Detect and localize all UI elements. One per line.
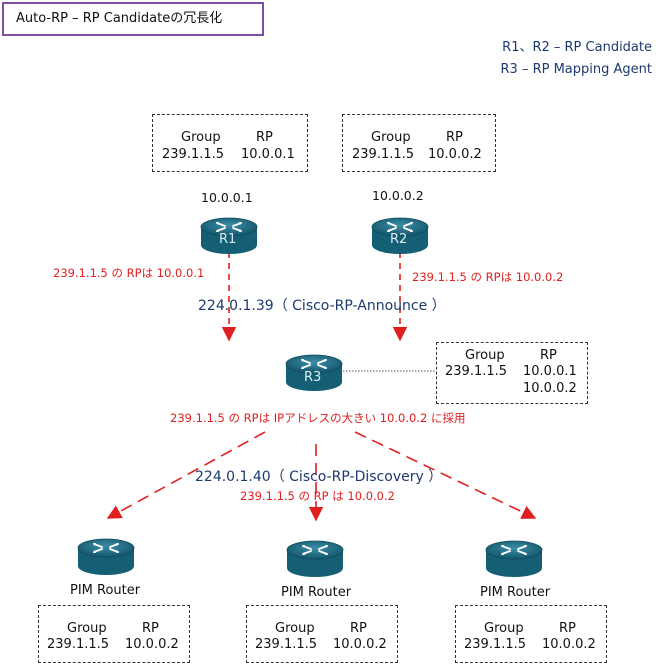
- router-r1-ip: 10.0.0.1: [201, 190, 253, 205]
- legend-candidate: R1、R2 – RP Candidate: [502, 40, 652, 55]
- router-pim2-icon: [286, 540, 344, 578]
- table-cell-group: 239.1.1.5: [464, 637, 527, 652]
- router-pim1-icon: [77, 538, 135, 576]
- diagram-title: Auto-RP – RP Candidateの冗長化: [2, 2, 264, 36]
- table-cell-group: 239.1.1.5: [445, 364, 508, 379]
- message-r1-rp: 239.1.1.5 の RPは 10.0.0.1: [53, 266, 205, 280]
- router-r2-ip: 10.0.0.2: [372, 188, 424, 203]
- table-cell-group: 239.1.1.5: [47, 637, 110, 652]
- table-header-rp: RP: [446, 130, 463, 145]
- pim-router-2-label: PIM Router: [281, 585, 352, 600]
- message-rp-result: 239.1.1.5 の RP は 10.0.0.2: [240, 489, 395, 503]
- rp-table-pim1: Group RP 239.1.1.5 10.0.0.2: [38, 605, 190, 663]
- table-cell-group: 239.1.1.5: [352, 147, 415, 162]
- router-r2-name: R2: [390, 232, 408, 247]
- arrow-discovery-right: [354, 431, 537, 519]
- table-cell-rp: 10.0.0.2: [125, 637, 179, 652]
- table-header-group: Group: [67, 621, 107, 636]
- table-header-group: Group: [275, 621, 315, 636]
- message-r2-rp: 239.1.1.5 の RPは 10.0.0.2: [412, 270, 564, 284]
- table-cell-group: 239.1.1.5: [162, 147, 225, 162]
- pim-router-3-label: PIM Router: [480, 585, 551, 600]
- table-cell-rp: 10.0.0.1: [241, 147, 295, 162]
- pim-router-1-label: PIM Router: [70, 583, 141, 598]
- rp-table-pim3: Group RP 239.1.1.5 10.0.0.2: [455, 605, 607, 663]
- table-header-rp: RP: [540, 348, 557, 363]
- arrow-discovery-left: [106, 431, 266, 519]
- table-header-group: Group: [465, 348, 505, 363]
- table-header-group: Group: [181, 130, 221, 145]
- table-cell-rp-2: 10.0.0.2: [523, 381, 577, 396]
- legend-mapping-agent: R3 – RP Mapping Agent: [500, 62, 652, 77]
- table-cell-rp-1: 10.0.0.1: [523, 364, 577, 379]
- table-cell-rp: 10.0.0.2: [333, 637, 387, 652]
- discovery-group-label: 224.0.1.40（ Cisco-RP-Discovery ）: [195, 469, 443, 485]
- router-r3-name: R3: [304, 370, 322, 385]
- router-r1-name: R1: [219, 232, 237, 247]
- message-rp-selection: 239.1.1.5 の RPは IPアドレスの大きい 10.0.0.2 に採用: [170, 411, 466, 425]
- rp-table-r3: Group RP 239.1.1.5 10.0.0.1 10.0.0.2: [436, 342, 588, 404]
- table-header-rp: RP: [559, 621, 576, 636]
- table-header-rp: RP: [142, 621, 159, 636]
- table-header-rp: RP: [350, 621, 367, 636]
- table-header-group: Group: [371, 130, 411, 145]
- rp-table-r1: Group RP 239.1.1.5 10.0.0.1: [152, 114, 308, 172]
- table-header-rp: RP: [256, 130, 273, 145]
- router-pim3-icon: [485, 540, 543, 578]
- announce-group-label: 224.0.1.39（ Cisco-RP-Announce ）: [198, 298, 446, 314]
- table-cell-rp: 10.0.0.2: [542, 637, 596, 652]
- table-cell-group: 239.1.1.5: [255, 637, 318, 652]
- rp-table-pim2: Group RP 239.1.1.5 10.0.0.2: [246, 605, 398, 663]
- table-cell-rp: 10.0.0.2: [428, 147, 482, 162]
- rp-table-r2: Group RP 239.1.1.5 10.0.0.2: [342, 114, 496, 172]
- table-header-group: Group: [484, 621, 524, 636]
